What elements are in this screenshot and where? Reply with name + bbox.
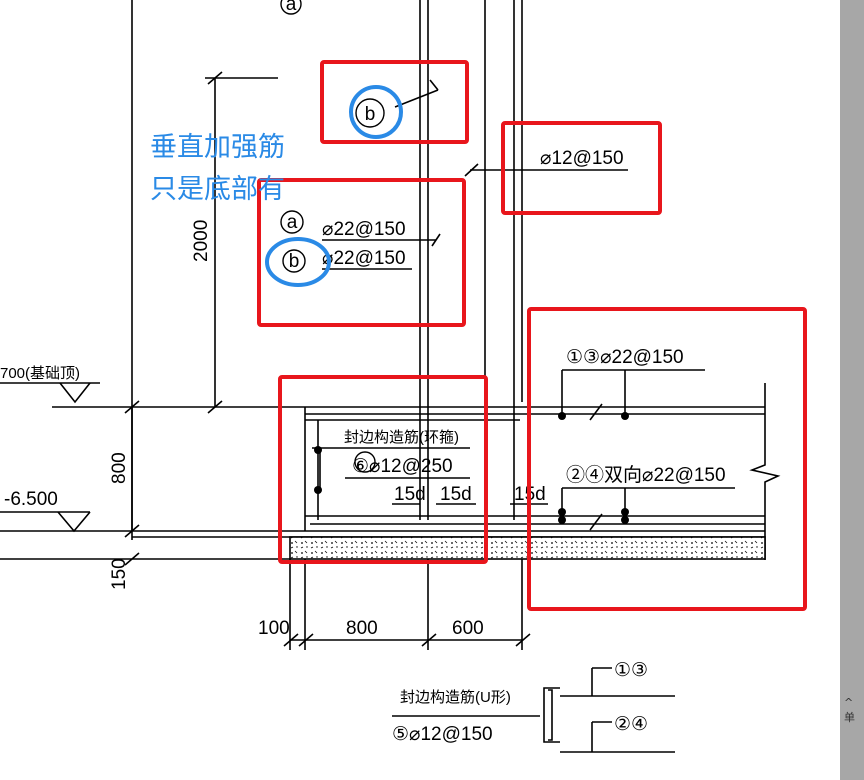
annotation-note-line1: 垂直加强筋 <box>150 132 285 163</box>
edge-bar-spec: ⑥⌀12@250 <box>352 456 453 477</box>
highlight-box-a-b-spec <box>257 178 466 327</box>
u-bar-spec: ⑤⌀12@150 <box>392 724 493 745</box>
blue-circle-b <box>265 237 331 287</box>
highlight-boxes <box>257 60 807 611</box>
u-bar-title: 封边构造筋(U形) <box>400 689 511 706</box>
u-ref-bottom: ②④ <box>614 714 648 735</box>
spec-b: ⌀22@150 <box>322 248 406 269</box>
edge-bar-title: 封边构造筋(环箍) <box>344 429 459 446</box>
highlight-box-edge-bar <box>278 375 488 564</box>
mark-b: b <box>289 251 300 272</box>
wall-rebar-spec: ⌀12@150 <box>540 148 624 169</box>
blue-circle-marks <box>265 85 403 287</box>
dim-800-width: 800 <box>346 618 378 639</box>
foundation-section-drawing: a b ⌀12@150 a ⌀22@150 b ⌀22@150 ①③⌀22@15… <box>0 0 807 753</box>
bottom-mesh-spec: ②④双向⌀22@150 <box>566 464 726 486</box>
side-panel: ^ 单 <box>840 0 864 780</box>
highlight-box-mark-b <box>320 60 469 144</box>
anchor-length-1: 15d <box>394 484 426 505</box>
annotation-note-line2: 只是底部有 <box>150 174 285 205</box>
elevation-bottom-label: -6.500 <box>4 489 58 510</box>
spec-a: ⌀22@150 <box>322 219 406 240</box>
highlight-box-wall-rebar <box>501 121 662 215</box>
rebar-mark-circles <box>280 0 385 473</box>
highlight-box-mesh <box>527 307 807 611</box>
dim-600-width: 600 <box>452 618 484 639</box>
u-ref-top: ①③ <box>614 660 648 681</box>
mark-a: a <box>287 212 298 233</box>
rebar-dots <box>314 412 629 524</box>
mark-b-top: b <box>365 104 376 125</box>
side-text: ^ 单 <box>844 696 855 724</box>
blue-circle-b-top <box>349 85 403 139</box>
mark-a-top: a <box>286 0 297 15</box>
elevation-top-label: 700(基础顶) <box>0 365 80 382</box>
anchor-length-2: 15d <box>440 484 472 505</box>
dim-100: 100 <box>258 618 290 639</box>
top-mesh-spec: ①③⌀22@150 <box>566 347 684 368</box>
dim-2000: 2000 <box>191 220 212 262</box>
dim-150: 150 <box>109 558 130 590</box>
dim-800: 800 <box>109 452 130 484</box>
